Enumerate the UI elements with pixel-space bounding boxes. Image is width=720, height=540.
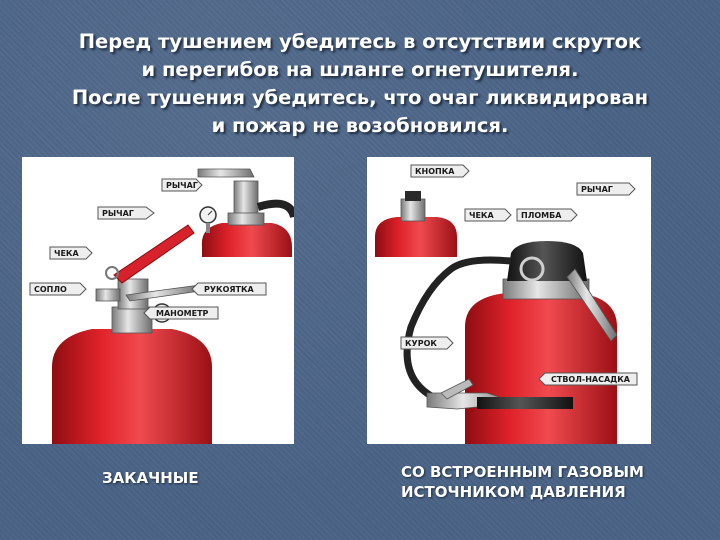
- label-barrel-nozzle: СТВОЛ-НАСАДКА: [551, 375, 631, 384]
- instruction-line-3: После тушения убедитесь, что очаг ликвид…: [20, 84, 700, 112]
- label-gauge: МАНОМЕТР: [156, 309, 209, 318]
- instruction-line-2: и перегибов на шланге огнетушителя.: [20, 56, 700, 84]
- label-nozzle: СОПЛО: [34, 285, 67, 294]
- label-pin: ЧЕКА: [54, 249, 79, 258]
- gas-cartridge-extinguisher-diagram: КНОПКА РЫЧАГ ЧЕКА ПЛОМБА КУРОК СТВОЛ-НАС…: [367, 157, 651, 444]
- label-lever-top: РЫЧАГ: [166, 181, 198, 190]
- label-seal: ПЛОМБА: [521, 211, 562, 220]
- stored-pressure-extinguisher-diagram: РЫЧАГ РЫЧАГ ЧЕКА СОПЛО РУКОЯТКА МАНОМЕТР: [22, 157, 294, 444]
- label-button: КНОПКА: [415, 167, 455, 176]
- label-handle: РУКОЯТКА: [204, 285, 255, 294]
- instruction-line-4: и пожар не возобновился.: [20, 112, 700, 140]
- caption-stored-pressure: ЗАКАЧНЫЕ: [102, 468, 199, 488]
- stored-pressure-extinguisher-illustration: РЫЧАГ РЫЧАГ ЧЕКА СОПЛО РУКОЯТКА МАНОМЕТР: [22, 157, 294, 444]
- caption-gas-source-line-1: СО ВСТРОЕННЫМ ГАЗОВЫМ: [401, 462, 644, 482]
- instruction-heading: Перед тушением убедитесь в отсутствии ск…: [20, 28, 700, 140]
- instruction-line-1: Перед тушением убедитесь в отсутствии ск…: [20, 28, 700, 56]
- gas-cartridge-extinguisher-illustration: КНОПКА РЫЧАГ ЧЕКА ПЛОМБА КУРОК СТВОЛ-НАС…: [367, 157, 651, 444]
- inset-valve-closeup: [198, 169, 294, 257]
- label-pin: ЧЕКА: [469, 211, 494, 220]
- inset-cartridge-closeup: [375, 191, 457, 257]
- caption-gas-source-line-2: ИСТОЧНИКОМ ДАВЛЕНИЯ: [401, 482, 644, 502]
- label-trigger: КУРОК: [405, 339, 437, 348]
- label-lever: РЫЧАГ: [102, 209, 134, 218]
- label-lever: РЫЧАГ: [581, 185, 613, 194]
- caption-gas-source: СО ВСТРОЕННЫМ ГАЗОВЫМ ИСТОЧНИКОМ ДАВЛЕНИ…: [401, 462, 644, 502]
